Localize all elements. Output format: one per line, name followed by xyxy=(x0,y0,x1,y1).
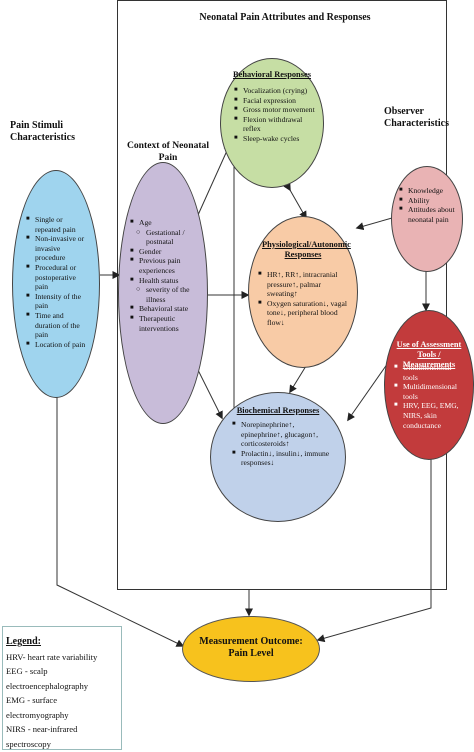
list-item: Knowledge xyxy=(399,186,457,196)
list-item: Prolactin↓, insulin↓, immune responses↓ xyxy=(232,449,332,468)
legend-item: EEG - scalp electroencephalography xyxy=(6,666,89,691)
list-item: Oxygen saturation↓, vagal tone↓, periphe… xyxy=(258,299,352,328)
tools-list: Unidimensional tools Multidimensional to… xyxy=(394,363,466,430)
physiological-list: HR↑, RR↑, intracranial pressure↑, palmar… xyxy=(258,270,352,328)
outcome-ellipse xyxy=(182,616,320,682)
list-item: Vocalization (crying) xyxy=(234,86,318,96)
frame-title: Neonatal Pain Attributes and Responses xyxy=(199,12,371,23)
list-item: Unidimensional tools xyxy=(394,363,466,382)
list-item: Location of pain xyxy=(26,340,88,350)
behavioral-list: Vocalization (crying) Facial expression … xyxy=(234,86,318,144)
legend-item: EMG - surface electromyography xyxy=(6,695,69,720)
list-item: Non-invasive or invasive procedure xyxy=(26,234,88,263)
list-item: Flexion withdrawal reflex xyxy=(234,115,318,134)
legend-title: Legend: xyxy=(6,636,41,647)
biochemical-title: Biochemical Responses xyxy=(236,406,320,415)
list-item: Gender xyxy=(130,247,200,257)
outcome-title: Measurement Outcome: Pain Level xyxy=(199,636,303,659)
pain-stimuli-title: Pain Stimuli Characteristics xyxy=(10,120,75,143)
list-item: severity of the illness xyxy=(130,285,200,304)
legend-item: NIRS - near-infrared spectroscopy xyxy=(6,724,78,749)
list-item: Procedural or postoperative pain xyxy=(26,263,88,292)
list-item: HR↑, RR↑, intracranial pressure↑, palmar… xyxy=(258,270,352,299)
list-item: Intensity of the pain xyxy=(26,292,88,311)
list-item: Multidimensional tools xyxy=(394,382,466,401)
list-item: Ability xyxy=(399,196,457,206)
list-item: Single or repeated pain xyxy=(26,215,88,234)
list-item: Facial expression xyxy=(234,96,318,106)
observer-title: Observer Characteristics xyxy=(384,106,449,129)
list-item: HRV, EEG, EMG, NIRS, skin conductance xyxy=(394,401,466,430)
list-item: Health status xyxy=(130,276,200,286)
list-item: Attitudes about neonatal pain xyxy=(399,205,457,224)
list-item: Previous pain experiences xyxy=(130,256,200,275)
list-item: Norepinephrine↑, epinephrine↑, glucagon↑… xyxy=(232,420,332,449)
list-item: Sleep-wake cycles xyxy=(234,134,318,144)
list-item: Therapeutic interventions xyxy=(130,314,200,333)
observer-list: Knowledge Ability Attitudes about neonat… xyxy=(399,186,457,224)
list-item: Gestational / postnatal xyxy=(130,228,200,247)
legend: Legend: HRV- heart rate variability EEG … xyxy=(2,626,122,750)
list-item: Time and duration of the pain xyxy=(26,311,88,340)
context-title: Context of Neonatal Pain xyxy=(126,140,210,163)
list-item: Gross motor movement xyxy=(234,105,318,115)
pain-stimuli-list: Single or repeated pain Non-invasive or … xyxy=(26,215,88,349)
legend-item: HRV- heart rate variability xyxy=(6,651,98,662)
context-list: Age Gestational / postnatal Gender Previ… xyxy=(130,218,200,333)
physiological-title: Physiological/Autonomic Responses xyxy=(262,240,351,259)
behavioral-title: Behavioral Responses xyxy=(233,70,311,79)
biochemical-list: Norepinephrine↑, epinephrine↑, glucagon↑… xyxy=(232,420,332,468)
list-item: Behavioral state xyxy=(130,304,200,314)
list-item: Age xyxy=(130,218,200,228)
